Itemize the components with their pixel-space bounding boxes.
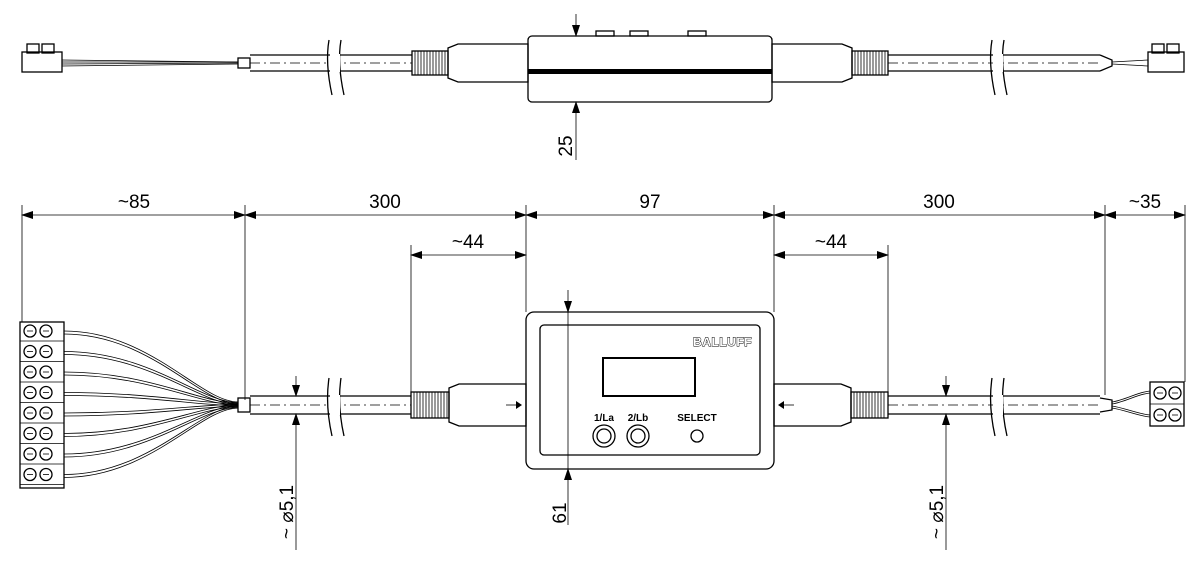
front-view: BALLUFF 1/La 2/Lb SELECT 61 [19,290,1185,550]
wire [63,405,239,475]
side-body [527,30,773,103]
terminal-screw [23,406,37,420]
button-2[interactable] [626,424,650,448]
wire [63,330,239,403]
wire [63,407,239,478]
dimension-left-cable-diameter: ~ ⌀5,1 [277,376,300,550]
wire [63,405,239,417]
terminal-screw [39,467,53,482]
side-left-cable [237,39,412,96]
wire [63,392,239,405]
terminal-screw [1153,408,1167,422]
dimension-left-terminal: ~85 [21,192,246,219]
terminal-screw [39,406,53,420]
dimension-label: 25 [556,135,577,156]
terminal-screw [23,426,37,441]
dimension-right-sleeve: ~44 [773,232,889,259]
side-right-strain-relief [771,43,889,83]
dimension-lines: ~85 300 97 300 ~35 ~44 ~44 [21,192,1186,400]
terminal-screw [23,447,37,461]
wire [63,406,239,437]
brand-logo: BALLUFF [693,335,752,349]
wire [63,403,239,414]
front-left-cable [237,377,411,437]
terminal-screw [23,467,37,482]
dimension-body-height: 61 [550,290,572,525]
dimension-label: ~35 [1129,192,1161,213]
button-1-label: 1/La [594,413,614,424]
front-right-strain-relief [773,383,889,427]
terminal-screw [1153,386,1167,400]
terminal-screw [23,324,37,338]
dimension-label: ~ ⌀5,1 [277,485,298,539]
dimension-right-cable: 300 [773,192,1106,219]
wire [63,407,239,458]
dimension-right-cable-diameter: ~ ⌀5,1 [927,376,950,550]
terminal-screw [23,385,37,400]
device-body: BALLUFF 1/La 2/Lb SELECT [525,311,775,470]
dimension-label: ~85 [118,192,150,213]
wire [63,374,239,406]
terminal-screw [39,447,53,461]
wire [63,354,239,405]
button-2-label: 2/Lb [628,413,649,424]
terminal-screw [39,385,53,400]
terminal-screw [39,365,53,379]
dimension-label: 61 [550,502,571,523]
side-left-connector [21,43,239,73]
terminal-screw [1168,386,1182,400]
dimension-right-terminal: ~35 [1104,192,1186,219]
dimension-label: 300 [369,192,401,213]
terminal-screw [1168,408,1182,422]
dimension-label: ~ ⌀5,1 [927,485,948,539]
wire [63,333,239,405]
dimension-label: 300 [923,192,955,213]
wire [63,405,239,455]
button-1[interactable] [592,424,616,448]
display-screen [602,357,696,397]
wire [63,404,239,434]
terminal-screw [39,324,53,338]
dimension-label: ~44 [815,232,848,253]
dimension-label: 97 [639,192,660,213]
terminal-screw [23,365,37,379]
wire [63,371,239,404]
dimension-label: ~44 [452,232,485,253]
wire [63,351,239,403]
terminal-screw [39,344,53,359]
side-left-strain-relief [411,43,529,83]
side-right-cable [888,39,1149,96]
terminal-screw [39,426,53,441]
select-label: SELECT [677,413,716,424]
side-view: 25 [21,14,1185,160]
front-right-cable [888,377,1151,437]
front-left-strain-relief [410,383,527,427]
terminal-screw [23,344,37,359]
terminal-block-left [19,321,239,489]
wire [63,395,239,407]
select-button[interactable] [690,429,704,443]
terminal-block-right [1149,381,1185,427]
dimension-body-thickness: 25 [556,14,580,160]
dimension-left-cable: 300 [244,192,527,219]
dimension-left-sleeve: ~44 [410,232,527,259]
side-right-connector [1147,43,1185,73]
dimension-body-width: 97 [525,192,775,219]
